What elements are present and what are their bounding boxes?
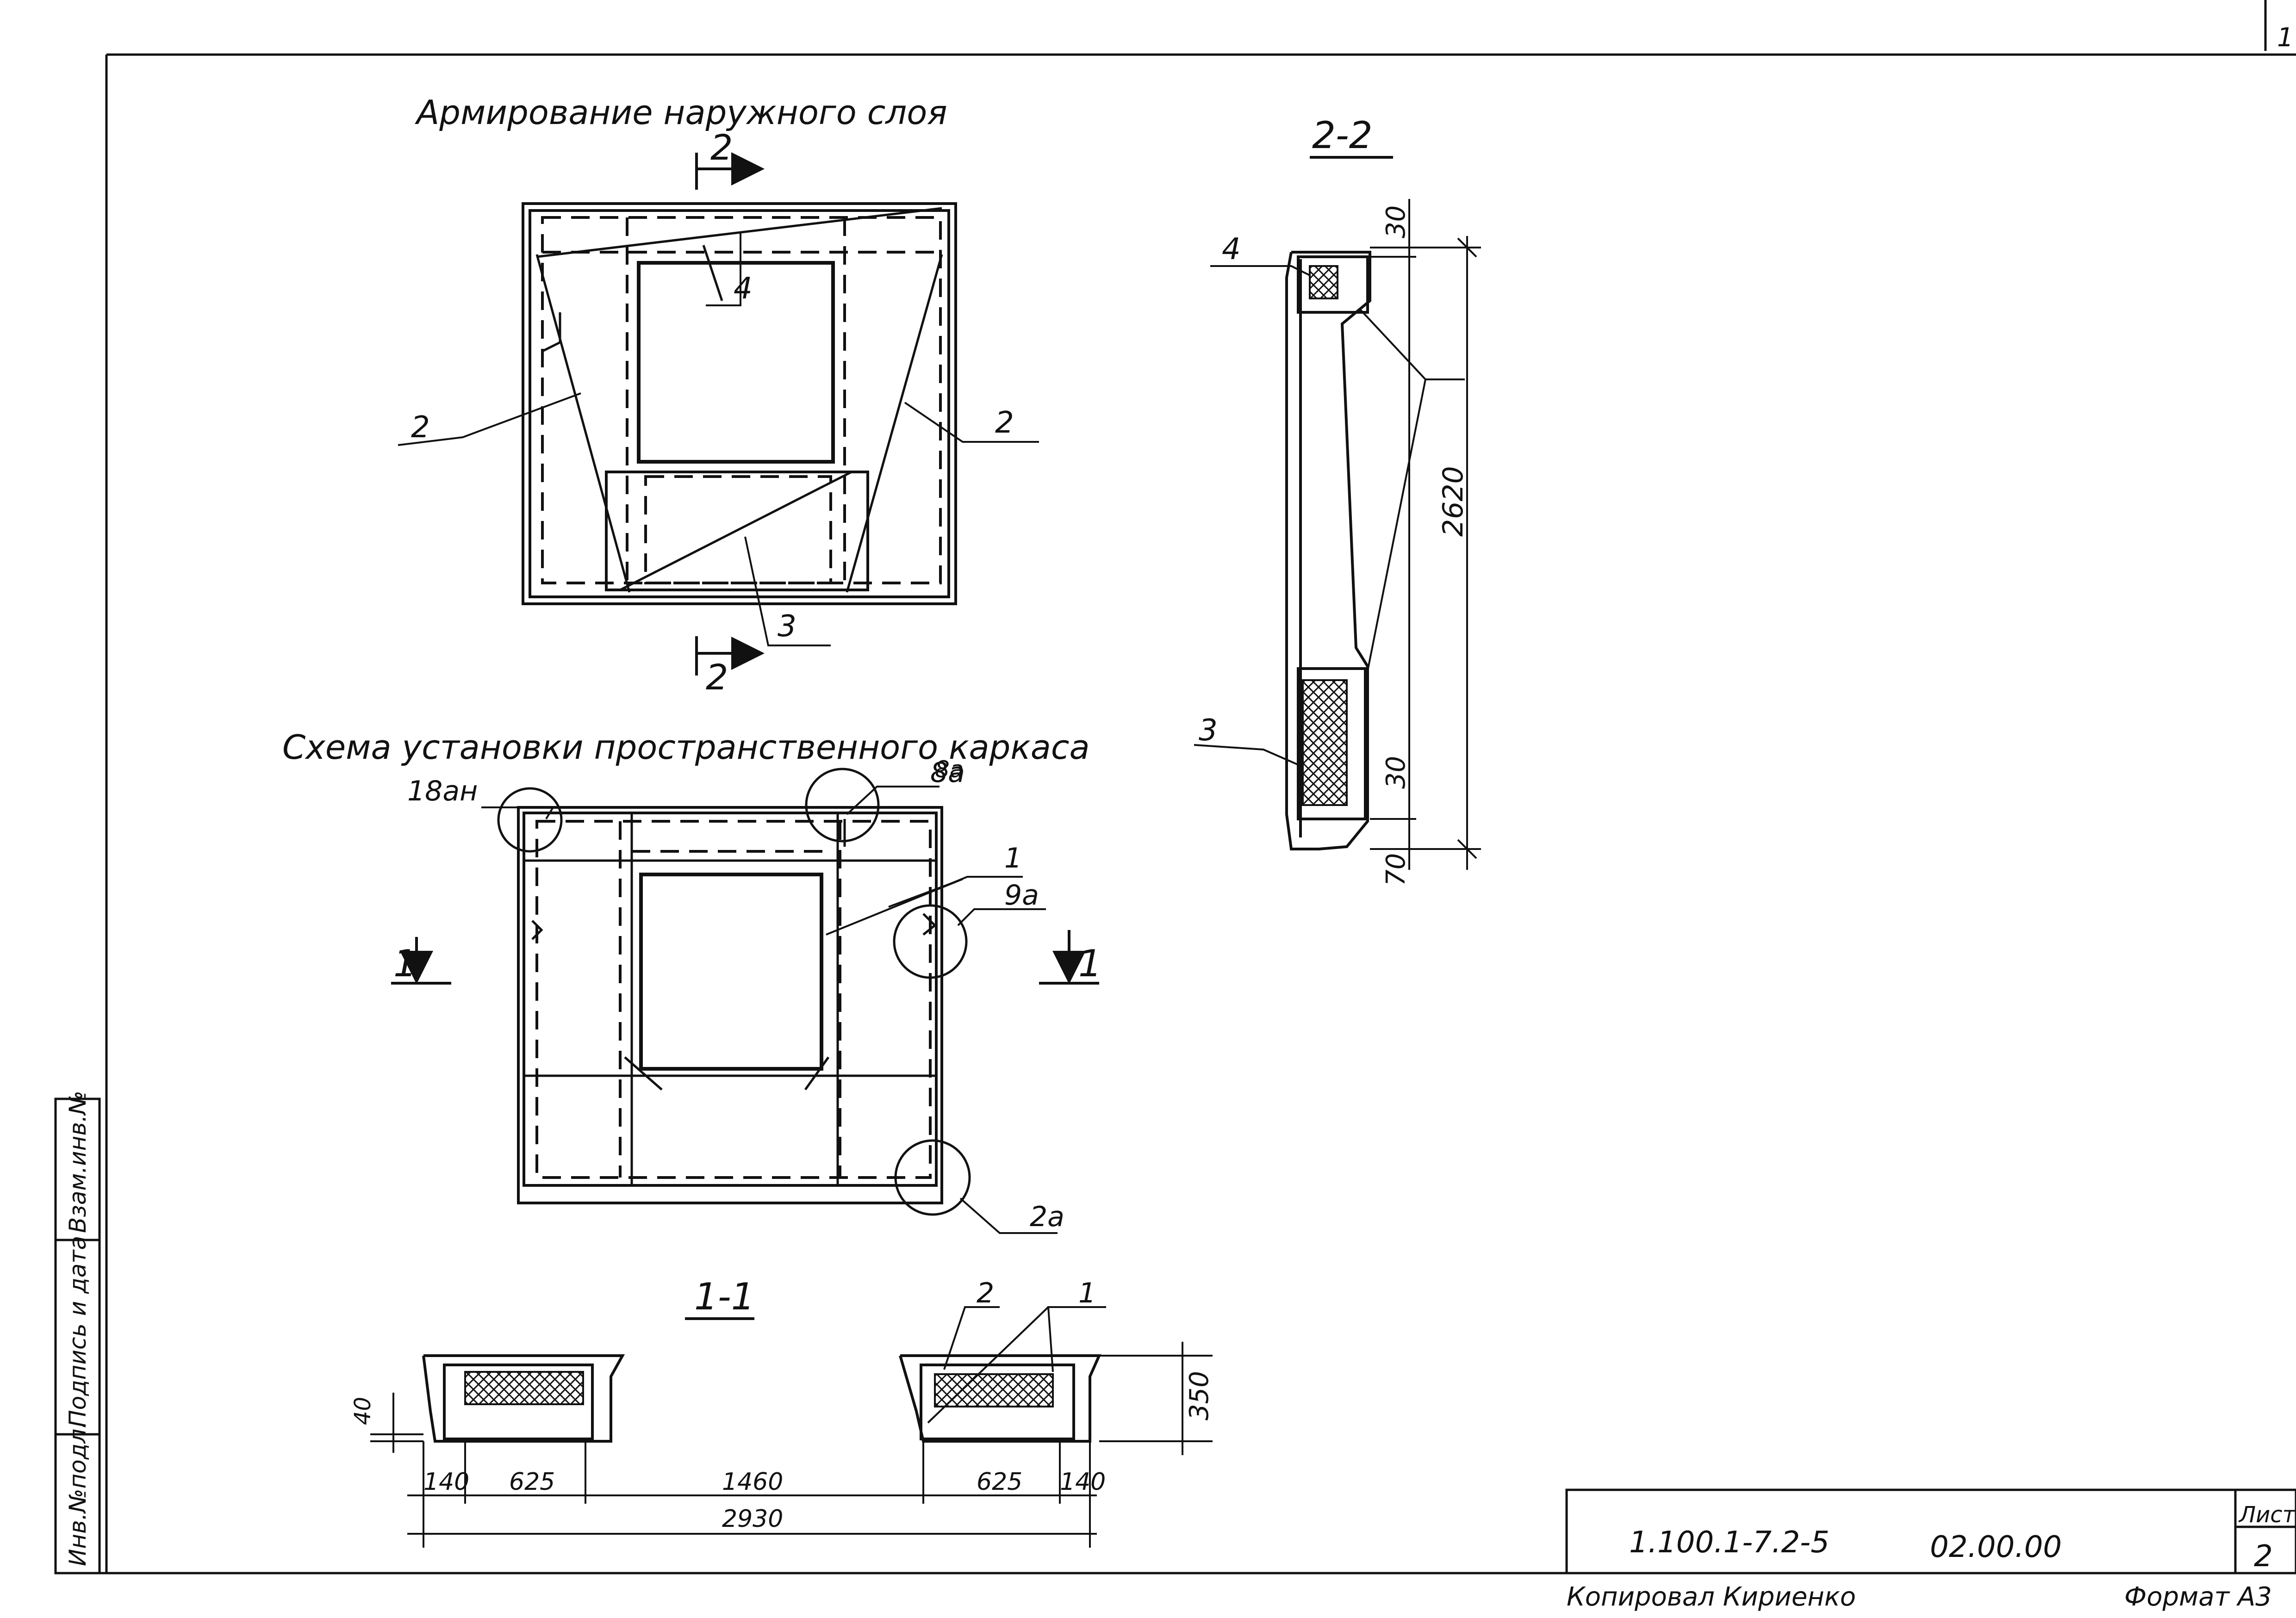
section-2-2-callout-3: 3 xyxy=(1199,713,1218,748)
scheme-view-subscript: 8а xyxy=(935,756,964,783)
corner-mark: 1 xyxy=(2277,23,2294,53)
scheme-callout-18an: 18ан xyxy=(407,775,478,807)
title-block-copied: Копировал Кириенко xyxy=(1567,1582,1856,1612)
scheme-callout-8a: 8а xyxy=(930,756,965,789)
dim-1-1-lip: 40 xyxy=(350,1397,376,1425)
title-block-format: Формат А3 xyxy=(2124,1582,2272,1612)
title-block-sheet-label: Лист xyxy=(2238,1502,2296,1528)
dim-2-2-top: 30 xyxy=(1381,205,1411,238)
side-stamp xyxy=(54,1097,101,1575)
section-2-2: 2-2 30 2620 30 70 xyxy=(1194,114,1481,886)
scheme-view-title: Схема установки пространственного каркас… xyxy=(282,728,1090,767)
section-2-2-callout-4: 4 xyxy=(1222,232,1241,267)
top-view-title: Армирование наружного слоя xyxy=(415,93,947,132)
stamp-vzam-inv: Взам.инв.№ xyxy=(64,1091,91,1233)
dim-2-2-height: 2620 xyxy=(1437,466,1469,537)
detail-circle-18an xyxy=(497,787,563,853)
dim-1-1-total: 2930 xyxy=(722,1505,783,1533)
stamp-signature-date: Подпись и дата xyxy=(64,1236,91,1427)
dim-1-1-140-left: 140 xyxy=(423,1468,469,1496)
top-section-mark-bottom: 2 xyxy=(706,657,728,698)
section-1-1-title: 1-1 xyxy=(694,1275,755,1318)
scheme-callout-9a: 9а xyxy=(1004,879,1039,911)
dim-1-1-625-left: 625 xyxy=(509,1468,555,1496)
title-block-number: 02.00.00 xyxy=(1930,1530,2062,1564)
top-callout-3: 3 xyxy=(778,609,796,644)
scheme-section-mark-left: 1 xyxy=(393,942,417,985)
top-callout-2-right: 2 xyxy=(995,406,1014,440)
scheme-section-mark-right: 1 xyxy=(1078,942,1102,985)
detail-circle-2a xyxy=(894,1139,971,1216)
top-callout-2-left: 2 xyxy=(411,410,430,445)
dim-1-1-1460: 1460 xyxy=(722,1468,783,1496)
stamp-inv-podl: Инв.№подл. xyxy=(64,1421,91,1566)
title-block xyxy=(1565,1488,2296,1575)
top-callout-4: 4 xyxy=(734,272,753,306)
scheme-callout-2a: 2а xyxy=(1030,1201,1064,1233)
section-1-1: 1-1 140 625 1460 6 xyxy=(350,1275,1214,1548)
scheme-view: Схема установки пространственного каркас… xyxy=(282,728,1102,1234)
section-2-2-title: 2-2 xyxy=(1312,114,1373,157)
dim-1-1-625-right: 625 xyxy=(977,1468,1022,1496)
dim-2-2-bottom-inner: 30 xyxy=(1381,756,1411,789)
top-view: Армирование наружного слоя xyxy=(398,93,1039,698)
top-section-mark-top: 2 xyxy=(710,127,733,168)
dim-1-1-140-right: 140 xyxy=(1060,1468,1106,1496)
section-1-1-callout-1: 1 xyxy=(1078,1277,1096,1309)
detail-circle-8a xyxy=(805,768,880,843)
dim-1-1-height: 350 xyxy=(1184,1371,1214,1420)
section-1-1-callout-2: 2 xyxy=(977,1277,994,1309)
detail-circle-9a xyxy=(893,904,968,979)
title-block-sheet-number: 2 xyxy=(2254,1539,2273,1574)
scheme-callout-1: 1 xyxy=(1004,842,1022,874)
title-block-code: 1.100.1-7.2-5 xyxy=(1629,1525,1829,1560)
dim-2-2-bottom: 70 xyxy=(1381,853,1411,886)
